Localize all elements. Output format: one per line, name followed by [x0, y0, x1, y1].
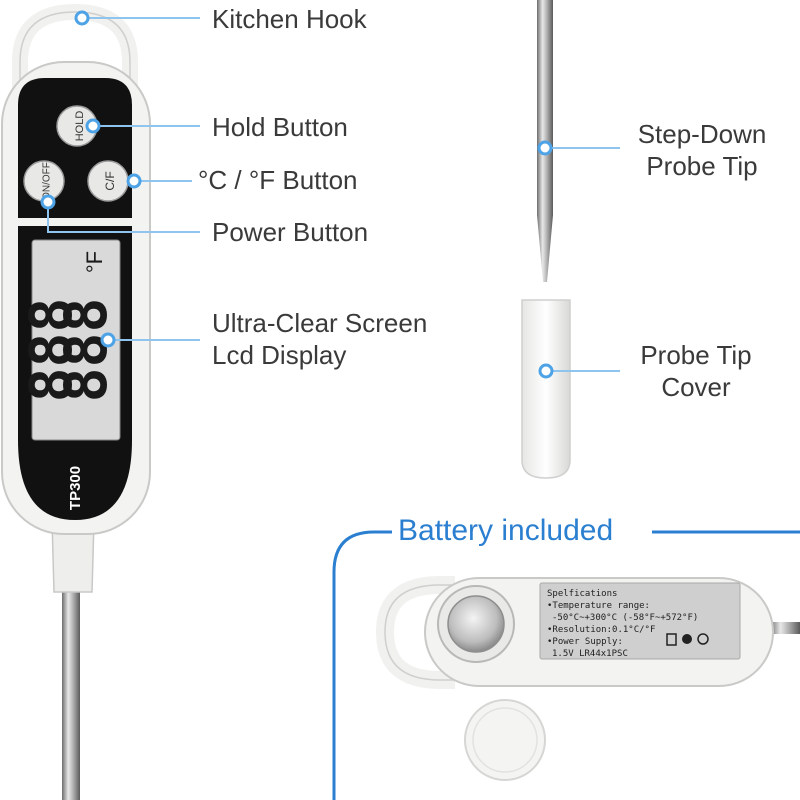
- ce-mark-icon: [697, 633, 709, 645]
- label-screen-line2: Lcd Display: [212, 340, 347, 370]
- label-power-button: Power Button: [212, 217, 369, 247]
- model-label: TP300: [67, 466, 84, 510]
- label-unit-button: °C / °F Button: [198, 165, 358, 195]
- callout-dot-screen: [100, 332, 116, 348]
- battery-included-title: Battery included: [398, 514, 614, 547]
- callout-dot-power: [40, 194, 56, 210]
- label-hold-button: Hold Button: [212, 112, 348, 142]
- thermometer: HOLD ON/OFF C/F °F 888 888 TP300: [1, 4, 151, 800]
- lcd-unit: °F: [82, 251, 107, 273]
- spec-line: •Resolution:0.1°C/°F: [547, 625, 655, 635]
- battery-cap: [464, 699, 546, 781]
- spec-line: •Power Supply:: [547, 637, 623, 647]
- label-kitchen-hook: Kitchen Hook: [212, 4, 367, 34]
- label-probe-tip-line1: Step-Down: [637, 119, 767, 149]
- callout-dot-cover: [538, 363, 554, 379]
- callout-dot-probe: [537, 140, 553, 156]
- hold-button-label: HOLD: [74, 111, 86, 142]
- callout-dot-hold: [85, 118, 101, 134]
- probe-shaft: [62, 585, 80, 800]
- label-probe-tip-line2: Probe Tip: [646, 151, 758, 181]
- callout-dot-hook: [74, 10, 90, 26]
- power-button-label: ON/OFF: [42, 162, 53, 200]
- spec-title: Spelfications: [547, 589, 617, 599]
- thermometer-back: [375, 576, 800, 689]
- label-tip-cover-line2: Cover: [661, 372, 731, 402]
- label-screen-line1: Ultra-Clear Screen: [212, 308, 428, 338]
- callout-dot-unit: [126, 173, 142, 189]
- recycle-icon: [682, 634, 692, 644]
- spec-line: -50°C~+300°C (-58°F~+572°F): [552, 613, 698, 623]
- label-tip-cover-line1: Probe Tip: [640, 340, 752, 370]
- lcd-digits-top: 888: [52, 298, 120, 403]
- probe-tip-cover: [521, 299, 571, 479]
- battery-section-frame: [332, 530, 392, 800]
- step-down-probe: [537, 0, 553, 282]
- spec-line: •Temperature range:: [547, 601, 650, 611]
- lcd-digits-bottom: 888: [17, 298, 85, 403]
- spec-line: 1.5V LR44x1PSC: [552, 649, 628, 659]
- unit-button-label: C/F: [103, 171, 117, 190]
- callout-line-power: [47, 202, 200, 233]
- bin-icon: [666, 633, 677, 646]
